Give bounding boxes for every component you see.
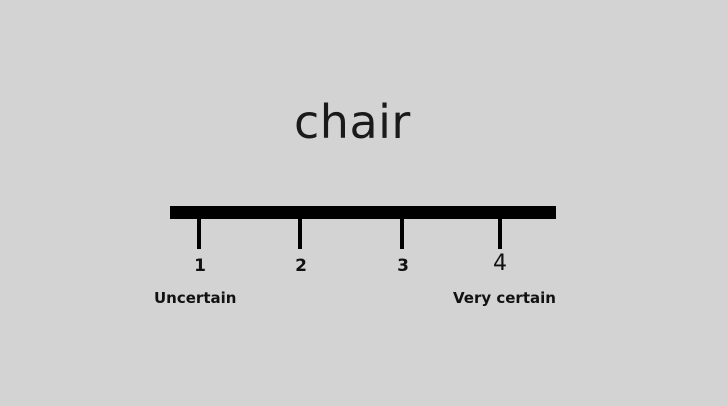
scale-tick-2[interactable]	[298, 219, 302, 249]
scale-point-label-2[interactable]: 2	[295, 256, 307, 276]
scale-point-label-1[interactable]: 1	[194, 256, 206, 276]
scale-point-label-3[interactable]: 3	[397, 256, 409, 276]
scale-tick-4[interactable]	[498, 219, 502, 249]
scale-anchor-high: Very certain	[453, 289, 556, 307]
scale-bar	[170, 206, 556, 219]
scale-anchor-low: Uncertain	[154, 289, 237, 307]
scale-tick-1[interactable]	[197, 219, 201, 249]
stimulus-word: chair	[294, 95, 411, 149]
scale-tick-3[interactable]	[400, 219, 404, 249]
scale-point-label-4[interactable]: 4	[493, 251, 507, 276]
